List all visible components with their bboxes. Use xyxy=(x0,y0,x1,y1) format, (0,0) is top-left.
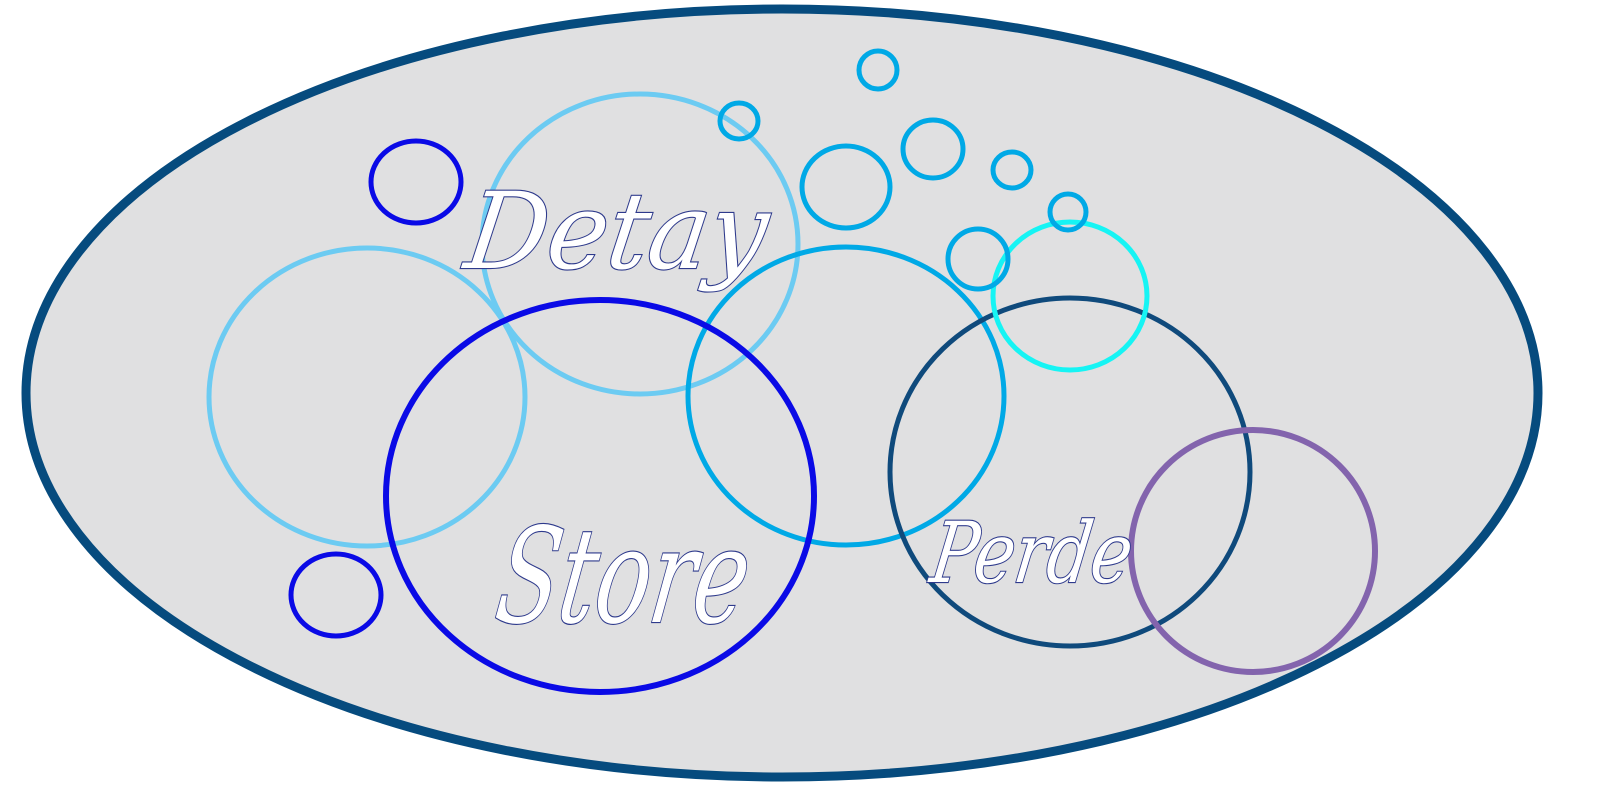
word-store: Store xyxy=(488,501,760,654)
sky-bubble-6 xyxy=(1047,191,1089,233)
purple-ring xyxy=(1128,427,1378,675)
sky-bubble-4 xyxy=(900,117,966,181)
blue-bubble-top-left xyxy=(368,138,464,226)
navy-ring-right xyxy=(887,295,1253,649)
light-blue-ring-left xyxy=(206,245,528,549)
word-perde: Perde xyxy=(924,504,1139,602)
sky-bubble-7 xyxy=(945,226,1011,292)
sky-blue-ring-center xyxy=(685,244,1007,548)
word-detay: Detay xyxy=(457,170,778,293)
sky-bubble-5 xyxy=(990,149,1034,191)
light-blue-ring-top xyxy=(479,91,801,397)
sky-bubble-1 xyxy=(717,100,761,142)
blue-bubble-bottom-left xyxy=(288,551,384,639)
blue-ring-large xyxy=(383,297,817,695)
cyan-ring xyxy=(990,219,1150,373)
sky-bubble-2 xyxy=(856,48,900,92)
sky-bubble-3 xyxy=(799,143,893,231)
